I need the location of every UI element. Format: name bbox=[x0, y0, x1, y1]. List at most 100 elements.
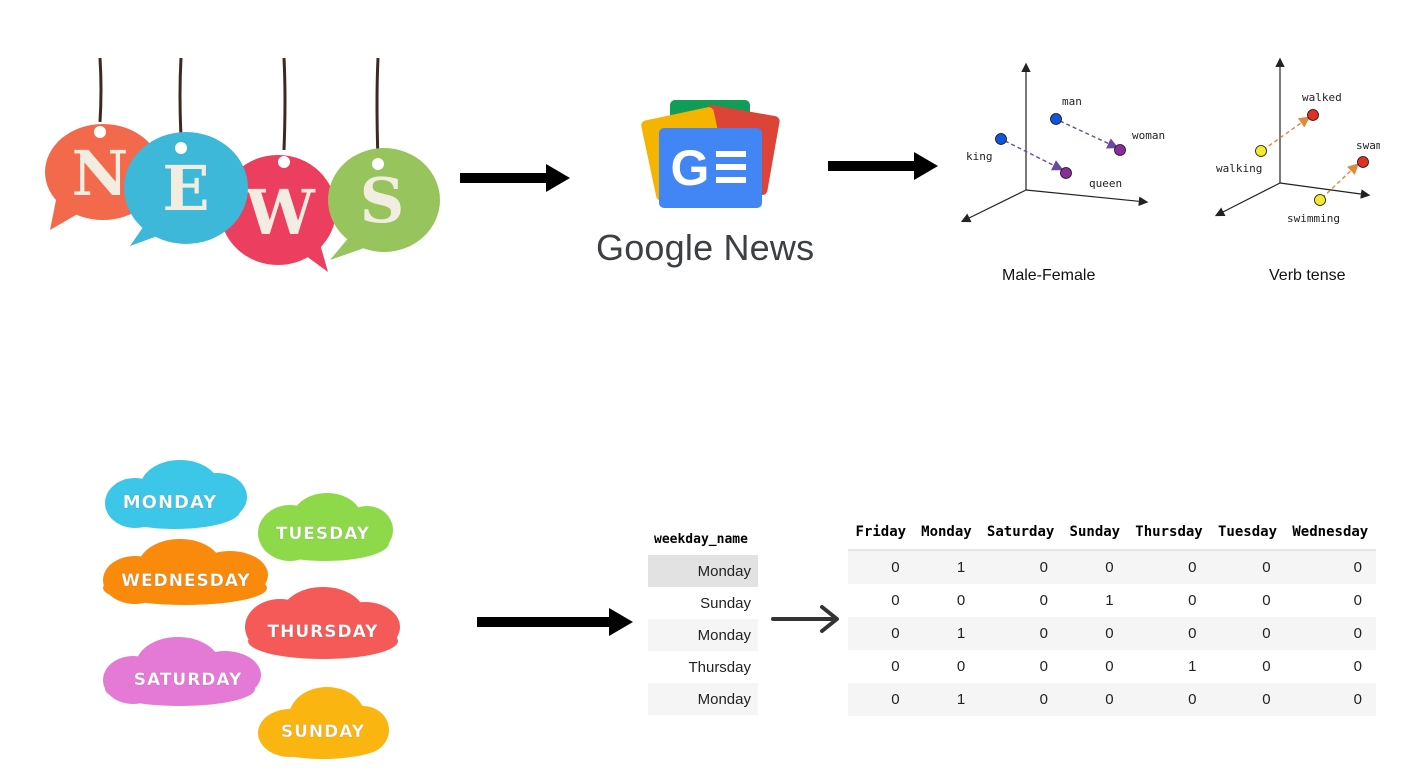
walked-label: walked bbox=[1302, 91, 1342, 104]
cloud-monday: MONDAY bbox=[105, 460, 247, 529]
woman-label: woman bbox=[1132, 129, 1165, 142]
one-hot-cell: 0 bbox=[891, 592, 900, 609]
column-header-saturday: Saturday bbox=[979, 515, 1063, 551]
one-hot-cell: 1 bbox=[1188, 658, 1197, 675]
column-header-thursday: Thursday bbox=[1127, 515, 1211, 551]
weekday-cell: Thursday bbox=[688, 658, 751, 676]
column-header-monday: Monday bbox=[913, 515, 980, 551]
svg-text:THURSDAY: THURSDAY bbox=[268, 622, 379, 642]
one-hot-cell: 0 bbox=[1353, 559, 1362, 576]
one-hot-cell: 1 bbox=[956, 691, 966, 708]
one-hot-cell: 0 bbox=[1262, 658, 1271, 675]
one-hot-cell: 0 bbox=[1188, 559, 1197, 576]
one-hot-cell: 0 bbox=[891, 625, 900, 642]
news-bubble-n: N bbox=[45, 124, 161, 230]
weekday-cell: Monday bbox=[697, 690, 751, 708]
one-hot-cell: 0 bbox=[891, 658, 900, 675]
male-female-plot: man woman king queen bbox=[960, 62, 1165, 223]
one-hot-cell: 0 bbox=[1039, 625, 1049, 642]
column-header-friday: Friday bbox=[848, 515, 914, 551]
one-hot-cell: 0 bbox=[1353, 592, 1362, 609]
swam-label: swam bbox=[1356, 139, 1380, 152]
svg-text:SATURDAY: SATURDAY bbox=[134, 670, 243, 690]
one-hot-cell: 1 bbox=[956, 625, 966, 642]
one-hot-cell: 1 bbox=[1105, 592, 1114, 609]
walking-label: walking bbox=[1216, 162, 1262, 175]
cloud-saturday: SATURDAY bbox=[103, 637, 261, 706]
table-row: Thursday bbox=[648, 651, 758, 683]
cloud-tuesday: TUESDAY bbox=[258, 493, 393, 561]
column-header-sunday: Sunday bbox=[1062, 515, 1128, 551]
arrow-news-to-google bbox=[460, 164, 570, 192]
one-hot-cell: 0 bbox=[1262, 559, 1271, 576]
news-bubble-s: S bbox=[328, 148, 440, 260]
svg-text:E: E bbox=[162, 152, 209, 225]
one-hot-cell: 0 bbox=[1353, 658, 1362, 675]
queen-point bbox=[1060, 167, 1072, 179]
one-hot-cell: 0 bbox=[1039, 592, 1049, 609]
one-hot-cell: 0 bbox=[1039, 559, 1049, 576]
walked-point bbox=[1307, 109, 1319, 121]
one-hot-cell: 0 bbox=[1188, 691, 1197, 708]
column-header-tuesday: Tuesday bbox=[1210, 515, 1285, 551]
google-news-icon: G bbox=[641, 100, 780, 208]
google-news-title: Google News bbox=[596, 227, 815, 268]
weekday-cell: Sunday bbox=[700, 594, 751, 612]
queen-label: queen bbox=[1089, 177, 1122, 190]
one-hot-cell: 0 bbox=[1353, 691, 1362, 708]
news-bubble-w: W bbox=[220, 155, 336, 272]
swam-point bbox=[1357, 156, 1369, 168]
svg-text:W: W bbox=[244, 176, 316, 249]
svg-text:TUESDAY: TUESDAY bbox=[276, 524, 370, 544]
arrow-table-to-onehot bbox=[771, 605, 839, 633]
news-bubble-e: E bbox=[124, 132, 248, 246]
man-label: man bbox=[1062, 95, 1082, 108]
one-hot-cell: 0 bbox=[1105, 658, 1114, 675]
male-female-caption: Male-Female bbox=[1002, 267, 1096, 284]
table-row: 0 1 0 0 0 0 0 bbox=[848, 550, 1376, 584]
svg-text:WEDNESDAY: WEDNESDAY bbox=[121, 571, 251, 591]
weekday-cell: Monday bbox=[697, 562, 751, 580]
woman-point bbox=[1114, 144, 1126, 156]
verb-tense-plot: walked swam walking swimming bbox=[1214, 57, 1380, 225]
one-hot-cell: 0 bbox=[1262, 625, 1271, 642]
svg-text:G: G bbox=[671, 140, 710, 196]
one-hot-cell: 0 bbox=[1039, 658, 1049, 675]
one-hot-cell: 0 bbox=[1188, 592, 1197, 609]
google-news-logo: G Google News bbox=[590, 95, 840, 275]
king-point bbox=[995, 133, 1007, 145]
swimming-label: swimming bbox=[1287, 212, 1340, 225]
table-row: Monday bbox=[648, 683, 758, 715]
walking-point bbox=[1255, 145, 1267, 157]
table-row: 0 0 0 1 0 0 0 bbox=[848, 584, 1376, 617]
svg-text:MONDAY: MONDAY bbox=[123, 492, 217, 513]
column-header-wednesday: Wednesday bbox=[1284, 515, 1376, 551]
one-hot-cell: 0 bbox=[1262, 592, 1271, 609]
cloud-thursday: THURSDAY bbox=[245, 587, 400, 659]
one-hot-cell: 0 bbox=[1105, 625, 1114, 642]
one-hot-cell: 0 bbox=[956, 658, 966, 675]
table-row: Sunday bbox=[648, 587, 758, 619]
one-hot-cell: 0 bbox=[891, 691, 900, 708]
news-bubbles-illustration: N W E S bbox=[45, 57, 440, 272]
one-hot-cell: 0 bbox=[1105, 559, 1114, 576]
svg-text:S: S bbox=[360, 164, 405, 237]
verb-tense-caption: Verb tense bbox=[1269, 267, 1346, 284]
swimming-point bbox=[1314, 194, 1326, 206]
one-hot-cell: 0 bbox=[891, 559, 900, 576]
svg-text:N: N bbox=[72, 137, 129, 210]
weekday-name-header: weekday_name bbox=[654, 531, 748, 547]
one-hot-cell: 0 bbox=[956, 592, 966, 609]
cloud-sunday: SUNDAY bbox=[258, 687, 389, 759]
man-point bbox=[1050, 113, 1062, 125]
weekday-cell: Monday bbox=[697, 626, 751, 644]
one-hot-cell: 0 bbox=[1262, 691, 1271, 708]
embedding-plots: man woman king queen walked swam walking… bbox=[960, 57, 1380, 225]
arrow-clouds-to-table bbox=[477, 608, 633, 636]
one-hot-cell: 1 bbox=[956, 559, 966, 576]
arrow-google-to-embeddings bbox=[828, 152, 938, 180]
